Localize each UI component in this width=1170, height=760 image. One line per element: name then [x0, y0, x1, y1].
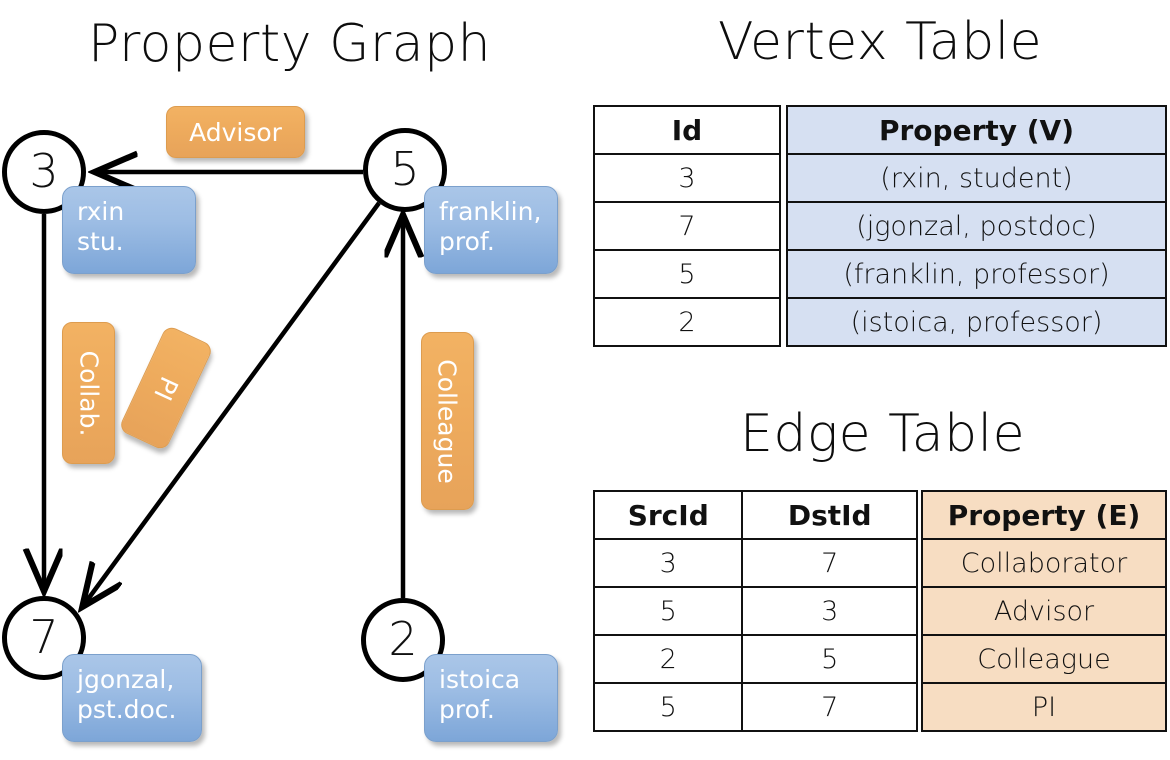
edge-table-header-row: SrcId DstId [592, 490, 918, 540]
graph-node-2[interactable]: 2 [361, 598, 445, 682]
vertex-table-cell-property: (franklin, professor) [786, 249, 1167, 299]
vertex-table-cell-property: (rxin, student) [786, 153, 1167, 203]
edge-table-cell-property: Advisor [921, 586, 1167, 636]
edge-table-property-column: Property (E) Collaborator Advisor Collea… [921, 490, 1167, 732]
vertex-property-box-2-line1: istoica [439, 665, 521, 694]
edge-table-cell-dstid: 3 [741, 586, 918, 636]
vertex-property-box-5: franklin, prof. [424, 186, 558, 274]
vertex-property-box-7-line2: pst.doc. [77, 694, 177, 724]
vertex-table-header-row: Id [593, 105, 781, 155]
edge-label-advisor-text: Advisor [189, 117, 282, 147]
vertex-property-box-2-line2: prof. [439, 694, 495, 724]
vertex-table-header-id: Id [593, 105, 781, 155]
edge-table-cell-property: Collaborator [921, 538, 1167, 588]
edge-label-pi-text: PI [148, 371, 184, 405]
vertex-property-box-3-line2: stu. [77, 226, 124, 256]
edge-table-cell-dstid: 7 [741, 682, 918, 732]
page-title-edge-table: Edge Table [740, 404, 1026, 464]
edge-table-cell-property: Colleague [921, 634, 1167, 684]
vertex-table-header-row: Property (V) [786, 105, 1167, 155]
edge-table-header-property: Property (E) [921, 490, 1167, 540]
edge-table-header-dstid: DstId [741, 490, 918, 540]
vertex-property-box-5-line1: franklin, [439, 197, 542, 226]
vertex-property-box-5-line2: prof. [439, 226, 495, 256]
vertex-table-cell-property: (jgonzal, postdoc) [786, 201, 1167, 251]
page-title-vertex-table: Vertex Table [718, 12, 1043, 72]
graph-node-5[interactable]: 5 [363, 128, 447, 212]
vertex-property-box-3-line1: rxin [77, 197, 125, 226]
table-row[interactable]: 2 [593, 297, 781, 347]
graph-node-7-label: 7 [29, 610, 59, 664]
table-row[interactable]: (jgonzal, postdoc) [786, 201, 1167, 251]
table-row[interactable]: 5 7 [592, 682, 918, 732]
table-row[interactable]: (franklin, professor) [786, 249, 1167, 299]
table-row[interactable]: 3 [593, 153, 781, 203]
vertex-table-id-column: Id 3 7 5 2 [593, 105, 781, 347]
edge-table-cell-property: PI [921, 682, 1167, 732]
table-row[interactable]: Colleague [921, 634, 1167, 684]
table-row[interactable]: 3 7 [592, 538, 918, 588]
graph-edges-svg [0, 0, 585, 760]
graph-node-2-label: 2 [388, 612, 418, 666]
edge-table-id-columns: SrcId DstId 3 7 5 3 2 5 5 7 [592, 490, 918, 732]
edge-table-cell-srcid: 5 [592, 586, 744, 636]
vertex-table-cell-id: 2 [593, 297, 781, 347]
edge-table-cell-dstid: 5 [741, 634, 918, 684]
table-row[interactable]: Collaborator [921, 538, 1167, 588]
vertex-table-property-column: Property (V) (rxin, student) (jgonzal, p… [786, 105, 1167, 347]
page-title-property-graph: Property Graph [88, 14, 492, 74]
table-row[interactable]: (istoica, professor) [786, 297, 1167, 347]
edge-label-collab-text: Collab. [74, 350, 103, 436]
table-row[interactable]: PI [921, 682, 1167, 732]
vertex-table-cell-id: 3 [593, 153, 781, 203]
table-row[interactable]: 5 3 [592, 586, 918, 636]
vertex-property-box-7: jgonzal, pst.doc. [62, 654, 202, 742]
edge-table-cell-srcid: 3 [592, 538, 744, 588]
vertex-property-box-2: istoica prof. [424, 654, 558, 742]
vertex-table-header-property: Property (V) [786, 105, 1167, 155]
table-row[interactable]: (rxin, student) [786, 153, 1167, 203]
property-graph-panel: Property Graph 3 5 7 2 rxin stu. frankli… [0, 0, 585, 760]
vertex-property-box-7-line1: jgonzal, [77, 665, 175, 694]
edge-table-cell-srcid: 2 [592, 634, 744, 684]
edge-table-header-srcid: SrcId [592, 490, 744, 540]
edge-table-header-row: Property (E) [921, 490, 1167, 540]
edge-pi-5-to-7 [83, 201, 381, 606]
table-row[interactable]: 2 5 [592, 634, 918, 684]
edge-label-colleague-text: Colleague [433, 358, 463, 484]
edge-label-advisor: Advisor [166, 106, 305, 158]
table-row[interactable]: Advisor [921, 586, 1167, 636]
table-row[interactable]: 7 [593, 201, 781, 251]
table-row[interactable]: 5 [593, 249, 781, 299]
vertex-property-box-3: rxin stu. [62, 186, 196, 274]
graph-node-3-label: 3 [29, 144, 59, 198]
edge-table-cell-srcid: 5 [592, 682, 744, 732]
edge-table-cell-dstid: 7 [741, 538, 918, 588]
vertex-table-cell-id: 5 [593, 249, 781, 299]
edge-label-colleague: Colleague [421, 332, 474, 510]
vertex-table-cell-property: (istoica, professor) [786, 297, 1167, 347]
edge-label-collab: Collab. [62, 322, 115, 464]
vertex-table-cell-id: 7 [593, 201, 781, 251]
graph-node-5-label: 5 [390, 142, 420, 196]
